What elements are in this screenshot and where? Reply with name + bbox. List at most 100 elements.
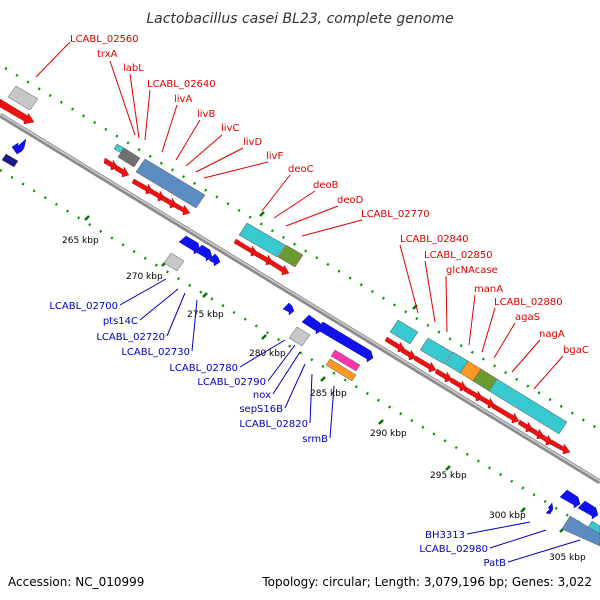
- leader-line: [424, 260, 436, 323]
- gene-label[interactable]: deoC: [288, 164, 314, 175]
- gene-label[interactable]: nagA: [539, 329, 565, 340]
- leader-line: [533, 355, 564, 390]
- tick-label: 305 kbp: [549, 553, 586, 563]
- tick-mark: [84, 215, 90, 221]
- gene-label[interactable]: sepS16B: [239, 404, 283, 415]
- outer-dotted-track: [4, 66, 600, 432]
- reverse-gene-arrow: [282, 302, 295, 316]
- gene-label[interactable]: PatB: [484, 558, 507, 569]
- leader-line: [284, 363, 306, 409]
- genome-backbone: [0, 112, 600, 485]
- gene-label[interactable]: glcNAcase: [446, 265, 498, 276]
- gene-label[interactable]: LCABL_02840: [400, 234, 469, 245]
- forward-gene-arrow: [114, 164, 130, 178]
- reverse-gene-arrow: [545, 502, 554, 515]
- gene-label[interactable]: deoD: [337, 195, 364, 206]
- gene-label[interactable]: manA: [474, 284, 503, 295]
- tick-label: 265 kbp: [62, 236, 99, 246]
- forward-gene-labels: LCABL_02560 trxA labL LCABL_02640 livA l…: [70, 34, 589, 356]
- gene-label[interactable]: LCABL_02770: [361, 209, 430, 220]
- gene-label[interactable]: BH3313: [425, 530, 465, 541]
- tick-labels: 265 kbp 270 kbp 275 kbp 280 kbp 285 kbp …: [62, 236, 586, 563]
- forward-gene-arrow: [449, 377, 468, 392]
- leader-line: [399, 244, 419, 314]
- reverse-gene-arrow: [315, 321, 374, 363]
- leader-line: [507, 539, 581, 563]
- reverse-gene-labels: LCABL_02700 pts14C LCABL_02720 LCABL_027…: [49, 301, 506, 569]
- gene-label[interactable]: livD: [243, 137, 262, 148]
- gene-label[interactable]: LCABL_02560: [70, 34, 139, 45]
- reverse-gene-arrow: [301, 314, 323, 335]
- forward-gene-arrow: [549, 439, 571, 455]
- leader-line: [272, 351, 301, 395]
- gene-bar-navy: [1, 153, 19, 168]
- gene-label[interactable]: LCABL_02980: [419, 544, 488, 555]
- gene-bar-magenta: [330, 349, 361, 372]
- leader-line: [301, 219, 363, 237]
- gene-label[interactable]: LCABL_02880: [494, 297, 563, 308]
- leader-line: [261, 174, 291, 212]
- gene-bar-orange: [325, 358, 357, 382]
- tick-mark: [261, 334, 267, 340]
- leader-line: [239, 339, 286, 368]
- leader-line: [489, 529, 547, 549]
- gene-label[interactable]: LCABL_02820: [239, 419, 308, 430]
- leader-line: [445, 275, 448, 333]
- gene-label[interactable]: livF: [266, 151, 283, 162]
- gene-label[interactable]: srmB: [302, 434, 328, 445]
- gene-label[interactable]: trxA: [97, 49, 118, 60]
- gene-label[interactable]: LCABL_02790: [197, 377, 266, 388]
- leader-line: [285, 205, 339, 227]
- forward-gene-arrow: [103, 157, 119, 171]
- gene-label[interactable]: labL: [123, 63, 144, 74]
- gene-label[interactable]: nox: [253, 390, 271, 401]
- tick-mark: [378, 419, 384, 425]
- gene-label[interactable]: agaS: [515, 312, 540, 323]
- reverse-gene-arrow: [208, 253, 221, 267]
- gene-label[interactable]: LCABL_02850: [424, 250, 493, 261]
- leader-line: [329, 385, 335, 439]
- tick-mark: [320, 376, 326, 382]
- reverse-gene-arrow: [195, 244, 213, 262]
- reverse-gene-arrow: [577, 500, 599, 520]
- leader-line: [109, 60, 136, 136]
- gene-bar-cyan: [419, 337, 453, 365]
- leader-line: [119, 278, 167, 306]
- gene-label[interactable]: bgaC: [563, 345, 589, 356]
- leader-line: [203, 161, 269, 179]
- reverse-gene-arrow: [11, 138, 27, 155]
- gene-bar-steel-blue: [135, 158, 206, 209]
- gene-label[interactable]: deoB: [313, 180, 339, 191]
- forward-gene-arrow: [477, 394, 496, 409]
- forward-gene-bars: [7, 85, 600, 541]
- gene-bar-grey: [163, 252, 185, 272]
- gene-label[interactable]: livC: [221, 123, 239, 134]
- leader-line: [139, 288, 179, 321]
- gene-label[interactable]: LCABL_02780: [169, 363, 238, 374]
- leader-line: [129, 73, 140, 139]
- gene-label[interactable]: LCABL_02720: [96, 332, 165, 343]
- leader-line: [144, 89, 151, 141]
- gene-bar-olive: [277, 244, 304, 268]
- forward-gene-arrow: [413, 355, 437, 373]
- forward-gene-arrow: [171, 201, 191, 216]
- gene-label[interactable]: LCABL_02640: [147, 79, 216, 90]
- leader-line: [481, 307, 496, 353]
- gene-bar-dark-grey: [117, 147, 141, 168]
- leader-line: [468, 294, 476, 346]
- forward-gene-arrow: [539, 433, 554, 446]
- gene-label[interactable]: LCABL_02700: [49, 301, 118, 312]
- reverse-arrows: [11, 138, 599, 520]
- gene-bar-grey: [7, 85, 39, 111]
- gene-bar-cyan: [488, 378, 568, 435]
- leader-line: [309, 373, 313, 424]
- leader-line: [35, 41, 71, 78]
- tick-label: 300 kbp: [489, 511, 526, 521]
- gene-label[interactable]: livB: [197, 109, 215, 120]
- tick-mark: [202, 292, 208, 298]
- tick-label: 295 kbp: [430, 471, 467, 481]
- forward-gene-arrow: [267, 258, 290, 276]
- gene-label[interactable]: LCABL_02730: [121, 347, 190, 358]
- gene-label[interactable]: pts14C: [103, 316, 138, 327]
- gene-label[interactable]: livA: [174, 94, 192, 105]
